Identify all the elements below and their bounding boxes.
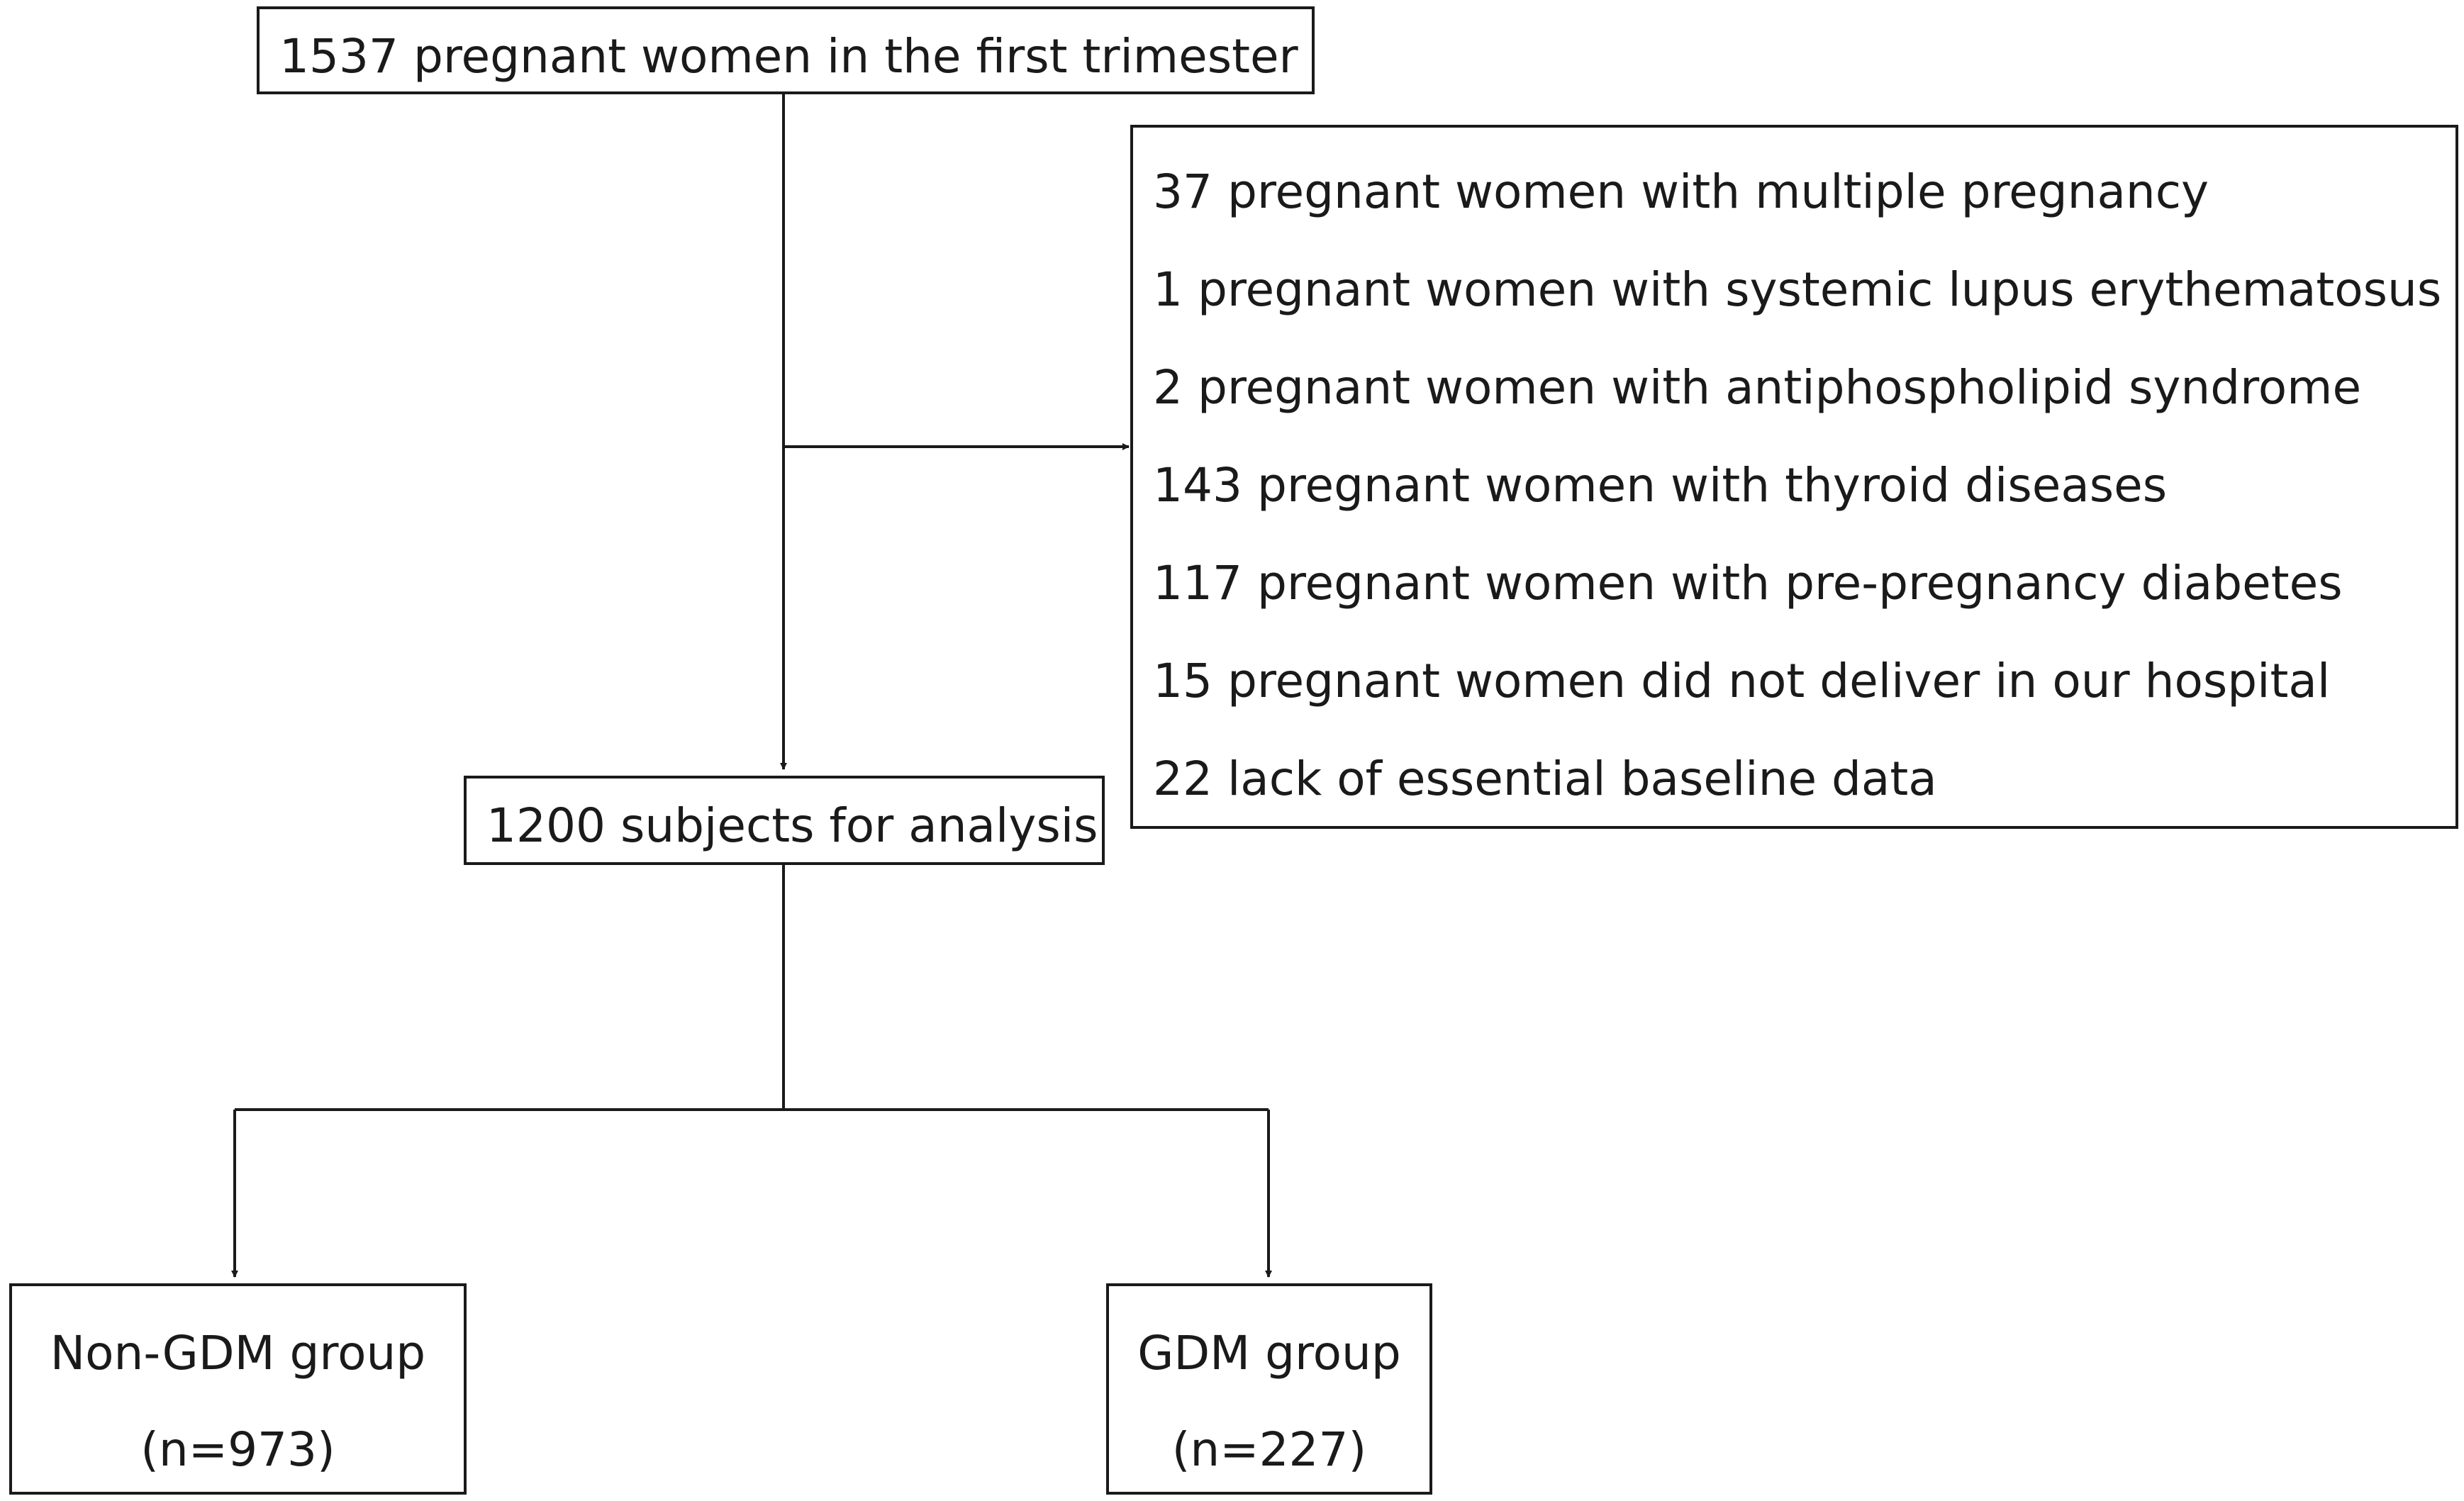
non-gdm-group-count: (n=973) <box>140 1422 335 1477</box>
gdm-group-count: (n=227) <box>1171 1422 1367 1477</box>
exclusion-item: 22 lack of essential baseline data <box>1153 752 1937 806</box>
exclusion-item: 1 pregnant women with systemic lupus ery… <box>1153 262 2442 317</box>
non-gdm-group-name: Non-GDM group <box>50 1326 426 1380</box>
gdm-group-box: GDM group (n=227) <box>1106 1283 1432 1495</box>
exclusion-item: 15 pregnant women did not deliver in our… <box>1153 654 2331 708</box>
exclusion-item: 117 pregnant women with pre-pregnancy di… <box>1153 556 2343 610</box>
start-box: 1537 pregnant women in the first trimest… <box>257 6 1315 94</box>
gdm-group-name: GDM group <box>1137 1326 1401 1380</box>
exclusion-item: 37 pregnant women with multiple pregnanc… <box>1153 164 2209 219</box>
exclusion-list: 37 pregnant women with multiple pregnanc… <box>1153 169 2441 854</box>
analysis-box: 1200 subjects for analysis <box>464 776 1105 865</box>
exclusion-item: 2 pregnant women with antiphospholipid s… <box>1153 360 2362 415</box>
exclusion-item: 143 pregnant women with thyroid diseases <box>1153 458 2168 513</box>
exclusion-box: 37 pregnant women with multiple pregnanc… <box>1130 125 2458 829</box>
start-label: 1537 pregnant women in the first trimest… <box>279 29 1298 84</box>
non-gdm-group-box: Non-GDM group (n=973) <box>9 1283 467 1495</box>
analysis-label: 1200 subjects for analysis <box>486 798 1098 853</box>
